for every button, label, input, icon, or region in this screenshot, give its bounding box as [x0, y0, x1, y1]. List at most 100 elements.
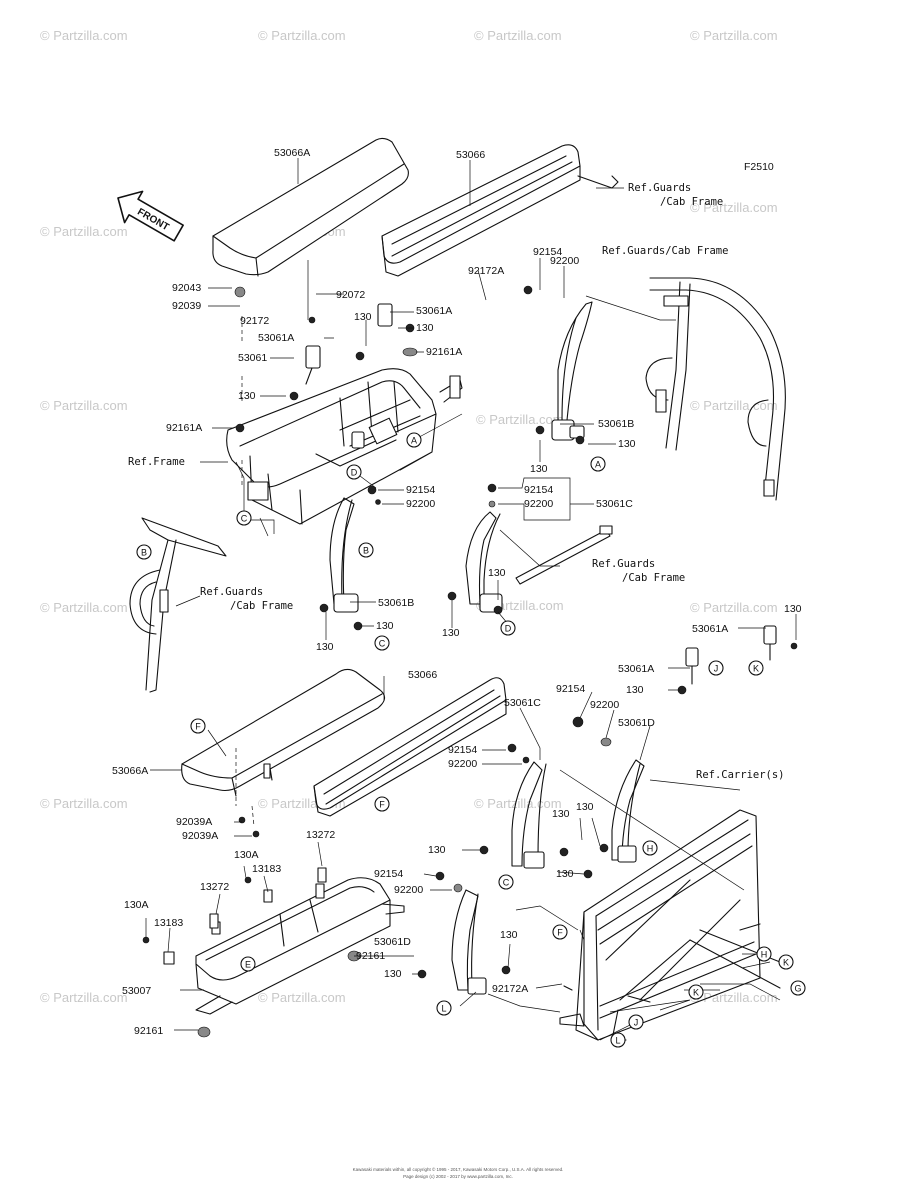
watermarks: © Partzilla.com © Partzilla.com © Partzi… [40, 28, 778, 1005]
callout-c: C [498, 874, 514, 890]
part-label: 130 [384, 968, 402, 980]
part-label: 53061A [618, 663, 654, 675]
callout-j: J [708, 660, 724, 676]
guard-right [645, 277, 786, 501]
callout-k: K [748, 660, 764, 676]
svg-text:J: J [634, 1018, 639, 1028]
callout-l: L [610, 1032, 626, 1048]
copyright-line: Kawasaki materials within, all copyright… [353, 1166, 564, 1172]
part-label: 92200 [394, 884, 423, 896]
leader-lines [145, 158, 797, 1041]
part-label: 130 [576, 801, 594, 813]
svg-text:E: E [245, 960, 251, 970]
seat-back-front [381, 144, 619, 277]
buckle-icon [763, 625, 777, 645]
part-label: 92200 [524, 498, 553, 510]
svg-text:H: H [761, 950, 768, 960]
part-label: 53061B [598, 418, 634, 430]
callout-f: F [552, 924, 568, 940]
callout-b: B [136, 544, 152, 560]
callout-e: E [240, 956, 256, 972]
part-label: 53066 [456, 149, 485, 161]
callout-h: H [642, 840, 658, 856]
watermark: © Partzilla.com [690, 600, 778, 615]
part-label: 53061 [238, 352, 267, 364]
buckle-icon [305, 345, 321, 369]
part-label: 53061A [692, 623, 728, 635]
part-label: 92200 [448, 758, 477, 770]
part-label: 92172 [240, 315, 269, 327]
part-label: 53066A [274, 147, 310, 159]
callout-d: D [500, 620, 516, 636]
callout-l: L [436, 1000, 452, 1016]
callout-k: K [688, 984, 704, 1000]
part-label: 130 [556, 868, 574, 880]
part-label: 92200 [406, 498, 435, 510]
svg-text:A: A [411, 436, 417, 446]
seat-cushion-rear [181, 668, 386, 797]
figure-code: F2510 [744, 161, 774, 173]
watermark: © Partzilla.com [258, 990, 346, 1005]
ref-label: Ref.Frame [128, 456, 185, 468]
part-label: 92154 [374, 868, 403, 880]
part-label: 130 [626, 684, 644, 696]
watermark: © Partzilla.com [40, 28, 128, 43]
seat-cushion-front [212, 137, 409, 277]
guard-left [129, 517, 227, 693]
part-label: 92200 [550, 255, 579, 267]
part-label: 13272 [200, 881, 229, 893]
watermark: © Partzilla.com [690, 28, 778, 43]
watermark: © Partzilla.com [40, 796, 128, 811]
part-label: 92154 [556, 683, 585, 695]
buckle-icon [377, 303, 393, 327]
svg-text:C: C [503, 878, 510, 888]
seat-back-rear [313, 677, 507, 817]
ref-label: /Cab Frame [660, 196, 723, 208]
part-label: 92172A [468, 265, 504, 277]
svg-text:B: B [363, 546, 369, 556]
callout-j: J [628, 1014, 644, 1030]
svg-text:H: H [647, 844, 654, 854]
buckles-top [305, 303, 777, 685]
watermark: © Partzilla.com [690, 200, 778, 215]
svg-text:K: K [753, 664, 759, 674]
callout-g: G [790, 980, 806, 996]
callout-d: D [346, 464, 362, 480]
ref-label: Ref.Guards/Cab Frame [602, 245, 728, 257]
watermark: © Partzilla.com [476, 412, 564, 427]
svg-text:B: B [141, 548, 147, 558]
part-label: 92200 [590, 699, 619, 711]
callout-h: H [756, 946, 772, 962]
copyright-line: Page design (c) 2002 - 2017 by www.partz… [403, 1174, 513, 1179]
seat-belt-rear-center [511, 761, 547, 869]
svg-text:C: C [241, 514, 248, 524]
part-label: 92161 [134, 1025, 163, 1037]
ref-label: Ref.Carrier(s) [696, 769, 785, 781]
svg-text:C: C [379, 639, 386, 649]
part-label: 130 [428, 844, 446, 856]
svg-text:K: K [783, 958, 789, 968]
part-label: 53066A [112, 765, 148, 777]
part-label: 92154 [448, 744, 477, 756]
part-label: 53066 [408, 669, 437, 681]
callout-c: C [374, 635, 390, 651]
svg-text:F: F [557, 928, 563, 938]
part-label: 130 [552, 808, 570, 820]
part-label: 53061A [258, 332, 294, 344]
part-label: 130 [316, 641, 334, 653]
svg-text:K: K [693, 988, 699, 998]
part-label: 13183 [252, 863, 281, 875]
buckle-icon [685, 647, 699, 667]
svg-text:D: D [351, 468, 358, 478]
part-label: 130 [618, 438, 636, 450]
seat-belt-rear-right [611, 759, 645, 863]
part-label: 92154 [533, 246, 562, 258]
part-label: 130 [784, 603, 802, 615]
watermark: © Partzilla.com [40, 600, 128, 615]
callout-a: A [590, 456, 606, 472]
part-label: 53007 [122, 985, 151, 997]
bracket-icon [263, 763, 271, 779]
svg-text:D: D [505, 624, 512, 634]
svg-text:L: L [441, 1004, 446, 1014]
